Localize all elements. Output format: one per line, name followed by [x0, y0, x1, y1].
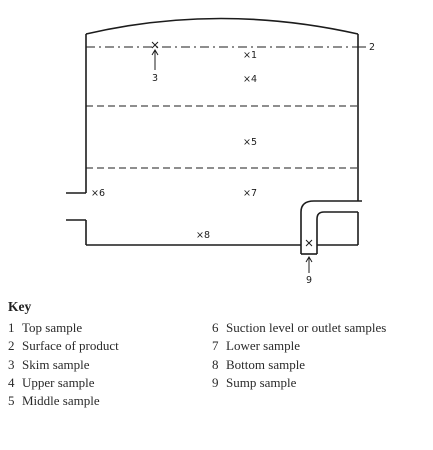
key-item-number: 7	[212, 338, 219, 354]
key-item: 2 Surface of product	[8, 337, 212, 355]
key-item-text: Lower sample	[226, 338, 301, 354]
tank-sampling-diagram: 2 3 ×1 ×4 ×5 ×6 ×7 ×8 9	[66, 17, 375, 286]
surface-label: 2	[369, 42, 375, 53]
middle-sample-point: ×5	[243, 137, 257, 148]
key-title: Key	[8, 299, 32, 314]
key-item-text: Skim sample	[22, 356, 90, 372]
key-item-number: 1	[8, 320, 15, 335]
key-item: 7 Lower sample	[212, 337, 386, 355]
diagram-key: Key 1 Top sample 2 Surface of product 3 Ski…	[8, 299, 433, 410]
key-item-text: Top sample	[22, 320, 83, 335]
key-item-number: 6	[212, 320, 219, 335]
top-sample-point: ×1	[243, 50, 257, 61]
key-item-text: Sump sample	[226, 374, 297, 390]
key-column-left: 1 Top sample 2 Surface of product 3 Skim sa…	[8, 319, 212, 410]
key-item-number: 2	[8, 338, 15, 354]
key-item-number: 8	[212, 356, 219, 372]
swing-pipe-inner	[316, 211, 358, 245]
upper-sample-point: ×4	[243, 74, 257, 85]
key-item-number: 4	[8, 374, 15, 390]
key-item: 5 Middle sample	[8, 392, 212, 410]
key-item-number: 5	[8, 393, 15, 409]
key-item-text: Upper sample	[22, 374, 95, 390]
key-item-number: 3	[8, 356, 15, 372]
sump-sample-label: 9	[306, 275, 312, 286]
key-column-right: 6 Suction level or outlet samples 7 Lower …	[212, 319, 386, 410]
key-item: 1 Top sample	[8, 319, 212, 337]
sump-sample-cross	[305, 239, 313, 247]
lower-sample-point: ×7	[243, 188, 257, 199]
key-item: 9 Sump sample	[212, 374, 386, 392]
key-item: 8 Bottom sample	[212, 356, 386, 374]
key-item: 3 Skim sample	[8, 356, 212, 374]
key-item-text: Middle sample	[22, 393, 100, 409]
key-columns: 1 Top sample 2 Surface of product 3 Skim sa…	[8, 319, 433, 410]
key-item-text: Surface of product	[22, 338, 119, 354]
skim-sample-arrowhead	[151, 49, 159, 56]
skim-sample-cross	[151, 41, 159, 49]
bottom-sample-point: ×8	[196, 230, 210, 241]
skim-sample-label: 3	[152, 73, 158, 84]
sump-sample-arrowhead	[305, 256, 313, 263]
suction-level-sample-point: ×6	[91, 188, 105, 199]
key-item-number: 9	[212, 374, 219, 390]
key-item-text: Bottom sample	[226, 356, 306, 372]
key-item: 4 Upper sample	[8, 374, 212, 392]
key-item-text: Suction level or outlet samples	[226, 320, 387, 335]
key-item: 6 Suction level or outlet samples	[212, 319, 386, 337]
tank-roof	[85, 17, 359, 35]
swing-pipe-outer	[300, 200, 362, 245]
